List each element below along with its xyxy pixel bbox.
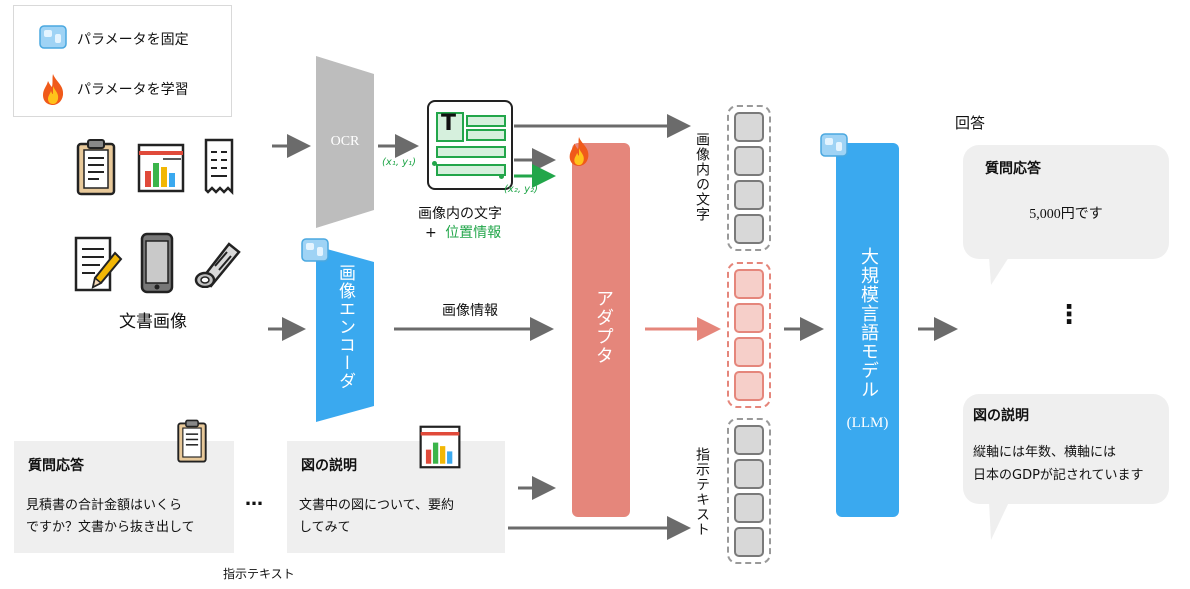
image-token <box>734 337 764 367</box>
instruction-fig-line2: してみて <box>299 520 351 535</box>
llm-label: 大規模言語モデル <box>858 247 879 399</box>
ocr-caption-line1: 画像内の文字 <box>418 206 502 222</box>
legend-trained-label: パラメータを学習 <box>77 82 189 98</box>
ice-cube-icon <box>38 22 68 56</box>
answer-title: 回答 <box>955 114 986 132</box>
image-token <box>734 269 764 299</box>
qa-answer-text: 5,000円です <box>1029 207 1103 222</box>
flame-icon <box>565 134 593 172</box>
coord-end-label: (x₂, y₂) <box>504 184 539 195</box>
fig-answer-title: 図の説明 <box>973 408 1029 424</box>
text-token <box>734 180 764 210</box>
newspaper-icon <box>193 236 241 292</box>
ocr-text-thumbnail: T <box>427 100 513 190</box>
instruction-tokens-label: 指示テキスト <box>694 447 710 537</box>
image-token <box>734 303 764 333</box>
instruction-ellipsis: … <box>245 489 265 510</box>
image-token <box>734 371 764 401</box>
image-encoder-block: 画像エンコーダ <box>316 246 374 422</box>
text-token-column <box>727 105 771 251</box>
instruction-fig-title: 図の説明 <box>301 458 357 474</box>
coord-start-label: (x₁, y₁) <box>382 157 417 168</box>
instruction-qa-box: 質問応答 見積書の合計金額はいくら ですか？文書から抜き出して <box>14 441 234 553</box>
llm-block: 大規模言語モデル (LLM) <box>836 143 899 517</box>
ice-cube-icon <box>818 131 850 163</box>
encoder-output-label: 画像情報 <box>442 303 498 319</box>
llm-abbrev: (LLM) <box>846 415 889 431</box>
caption-plus: + <box>425 225 437 241</box>
instruction-caption: 指示テキスト <box>223 567 295 581</box>
thumb-letter-box <box>436 112 464 142</box>
adapter-label: アダプタ <box>593 289 614 365</box>
ocr-caption-line2: + 位置情報 <box>425 222 501 242</box>
instruction-qa-line1: 見積書の合計金額はいくら <box>26 498 183 513</box>
ice-cube-icon <box>300 236 330 268</box>
bar-chart-doc-icon <box>137 143 185 197</box>
fig-answer-line2: 日本のGDPが記されています <box>973 468 1144 483</box>
bar-chart-doc-icon <box>418 425 462 473</box>
qa-answer-title: 質問応答 <box>985 161 1041 177</box>
fig-answer-line1: 縦軸には年数、横軸には <box>973 445 1117 460</box>
thumb-line-4 <box>436 164 506 176</box>
coord-start-dot <box>432 161 437 166</box>
fig-bubble-tail <box>989 502 1009 540</box>
ocr-label: OCR <box>330 134 360 149</box>
instruction-token <box>734 493 764 523</box>
doc-images-label: 文書画像 <box>119 312 187 332</box>
thumb-letter: T <box>441 111 457 136</box>
coord-end-dot <box>499 174 504 179</box>
instruction-token-column <box>727 418 771 564</box>
instruction-fig-line1: 文書中の図について、要約 <box>299 498 454 513</box>
legend-frozen-label: パラメータを固定 <box>77 32 189 48</box>
instruction-fig-box: 図の説明 文書中の図について、要約 してみて <box>287 441 505 553</box>
flame-icon <box>38 72 68 110</box>
text-token <box>734 112 764 142</box>
legend: パラメータを固定 パラメータを学習 <box>13 5 232 117</box>
clipboard-icon <box>75 138 117 200</box>
text-token <box>734 146 764 176</box>
adapter-block: アダプタ <box>572 143 630 517</box>
instruction-qa-title: 質問応答 <box>28 458 84 474</box>
text-tokens-label: 画像内の文字 <box>694 132 710 222</box>
thumb-line-2 <box>466 129 506 141</box>
image-token-column <box>727 262 771 408</box>
clipboard-icon <box>176 418 208 468</box>
qa-bubble-tail <box>989 257 1009 285</box>
caption-position: 位置情報 <box>445 225 502 241</box>
thumb-line-3 <box>436 146 506 158</box>
instruction-qa-line2: ですか？文書から抜き出して <box>26 520 195 535</box>
fig-answer-bubble: 図の説明 縦軸には年数、横軸には 日本のGDPが記されています <box>963 394 1169 504</box>
ocr-block: OCR <box>316 56 374 228</box>
instruction-token <box>734 425 764 455</box>
answer-ellipsis: ⋮ <box>1056 300 1082 330</box>
instruction-token <box>734 527 764 557</box>
encoder-label: 画像エンコーダ <box>335 264 355 390</box>
text-token <box>734 214 764 244</box>
pencil-document-icon <box>73 235 123 299</box>
receipt-icon <box>203 138 235 200</box>
thumb-line-1 <box>466 115 506 127</box>
smartphone-icon <box>140 232 174 298</box>
instruction-token <box>734 459 764 489</box>
qa-answer-bubble: 質問応答 5,000円です <box>963 145 1169 259</box>
